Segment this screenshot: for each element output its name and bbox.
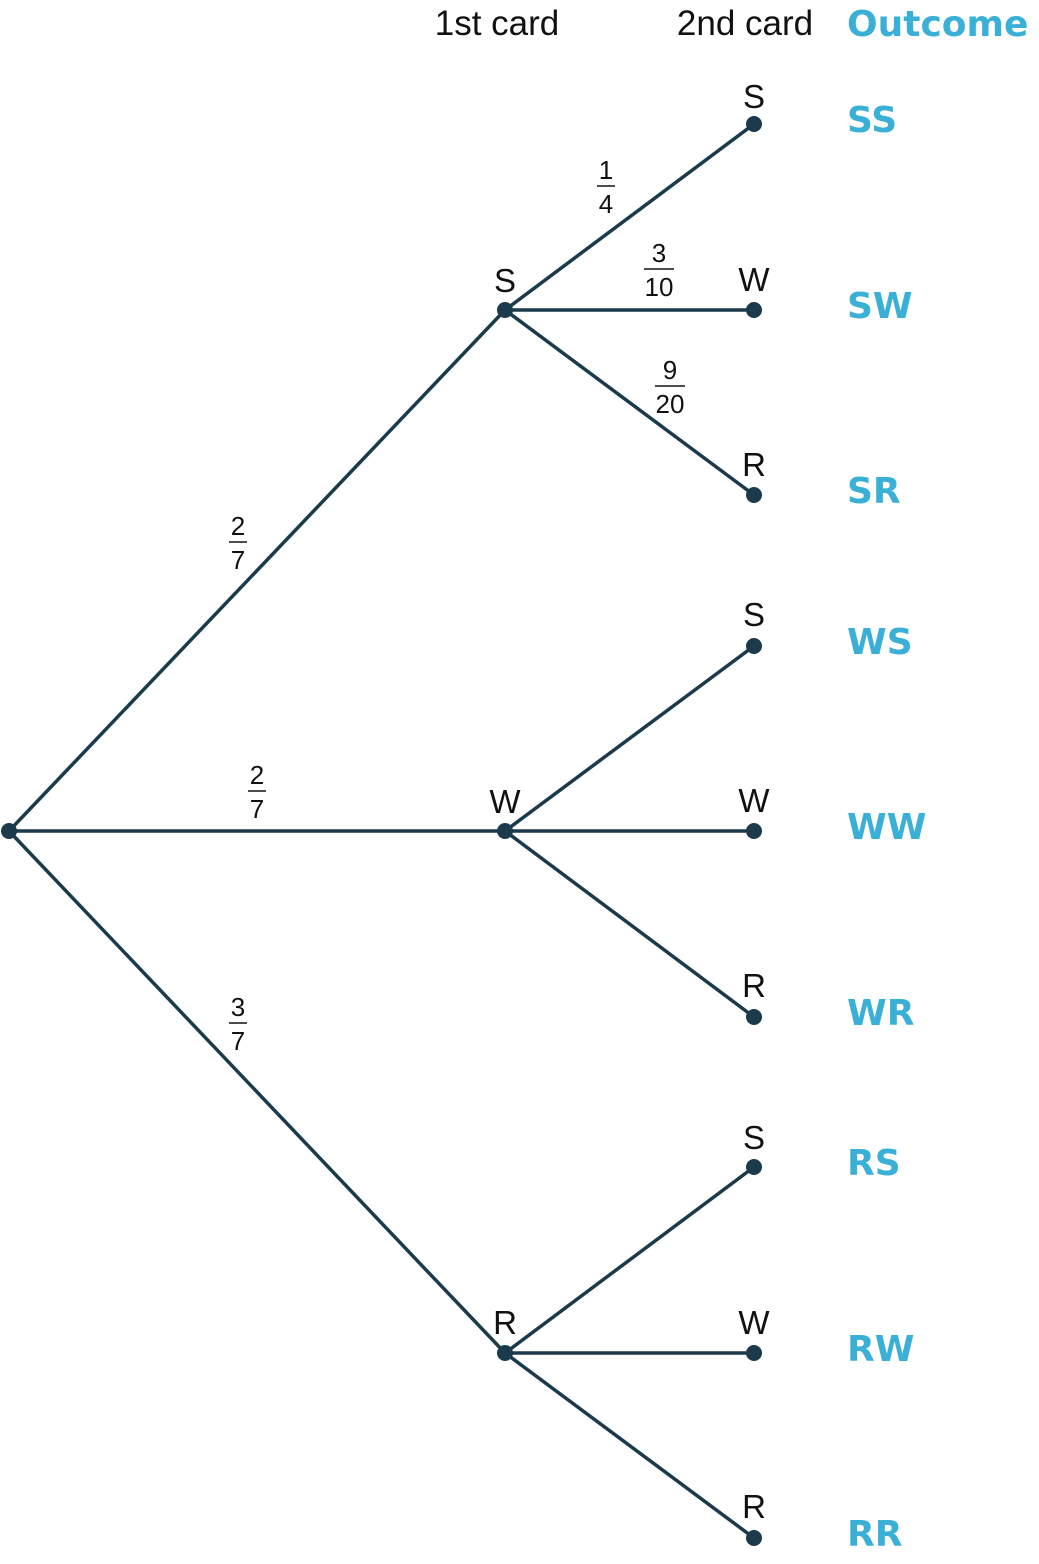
outcome-label: WS	[847, 622, 913, 663]
leaf-node	[746, 638, 762, 654]
leaf-node	[746, 1345, 762, 1361]
leaf-node	[746, 302, 762, 318]
outcome-label: RR	[847, 1514, 902, 1555]
leaf-label: W	[738, 782, 770, 819]
prob-numerator: 9	[663, 355, 677, 385]
outcome-label: SS	[847, 100, 897, 141]
edge-r-r	[503, 1351, 756, 1540]
leaf-label: W	[738, 261, 770, 298]
tree-edges	[7, 122, 756, 1540]
prob-numerator: 2	[250, 760, 264, 790]
node-first-r	[497, 1345, 513, 1361]
edge-s-s	[503, 122, 756, 312]
tree-nodes	[1, 116, 762, 1546]
outcome-label: RW	[847, 1329, 914, 1370]
leaf-label: S	[743, 596, 765, 633]
prob-denominator: 10	[645, 272, 674, 302]
prob-denominator: 4	[599, 189, 613, 219]
prob-s-s: 1 4	[597, 155, 615, 219]
prob-numerator: 3	[231, 992, 245, 1022]
outcome-label: SR	[847, 471, 901, 512]
root-node	[1, 823, 17, 839]
leaf-label: R	[742, 967, 766, 1004]
prob-numerator: 2	[231, 511, 245, 541]
header-second-card: 2nd card	[677, 4, 813, 43]
leaf-label: S	[743, 1119, 765, 1156]
prob-root-r: 3 7	[229, 992, 247, 1056]
edge-w-r	[503, 829, 756, 1019]
prob-denominator: 7	[250, 794, 264, 824]
prob-s-w: 3 10	[644, 238, 674, 302]
prob-numerator: 3	[652, 238, 666, 268]
node-first-w	[497, 823, 513, 839]
leaf-label: R	[742, 1488, 766, 1525]
edge-root-s	[7, 308, 507, 833]
outcome-label: RS	[847, 1143, 901, 1184]
prob-root-w: 2 7	[248, 760, 266, 824]
leaf-node	[746, 1159, 762, 1175]
leaf-node	[746, 823, 762, 839]
node-label-first-s: S	[494, 262, 516, 299]
leaf-label: W	[738, 1304, 770, 1341]
edge-w-s	[503, 644, 756, 833]
prob-s-r: 9 20	[655, 355, 685, 419]
prob-numerator: 1	[599, 155, 613, 185]
node-label-first-w: W	[489, 783, 521, 820]
edge-root-r	[7, 829, 507, 1355]
outcome-label: WW	[847, 807, 926, 848]
leaf-node	[746, 487, 762, 503]
header-first-card: 1st card	[435, 4, 560, 43]
header-outcome: Outcome	[847, 4, 1028, 45]
leaf-label: R	[742, 446, 766, 483]
prob-denominator: 7	[231, 1026, 245, 1056]
prob-denominator: 20	[656, 389, 685, 419]
edge-r-s	[503, 1165, 756, 1355]
leaf-node	[746, 1530, 762, 1546]
leaf-label: S	[743, 78, 765, 115]
leaf-node	[746, 116, 762, 132]
outcome-label: WR	[847, 993, 914, 1034]
node-label-first-r: R	[493, 1304, 517, 1341]
node-first-s	[497, 302, 513, 318]
prob-root-s: 2 7	[229, 511, 247, 575]
outcome-label: SW	[847, 286, 913, 327]
prob-denominator: 7	[231, 545, 245, 575]
leaf-node	[746, 1009, 762, 1025]
edge-s-r	[503, 308, 756, 497]
